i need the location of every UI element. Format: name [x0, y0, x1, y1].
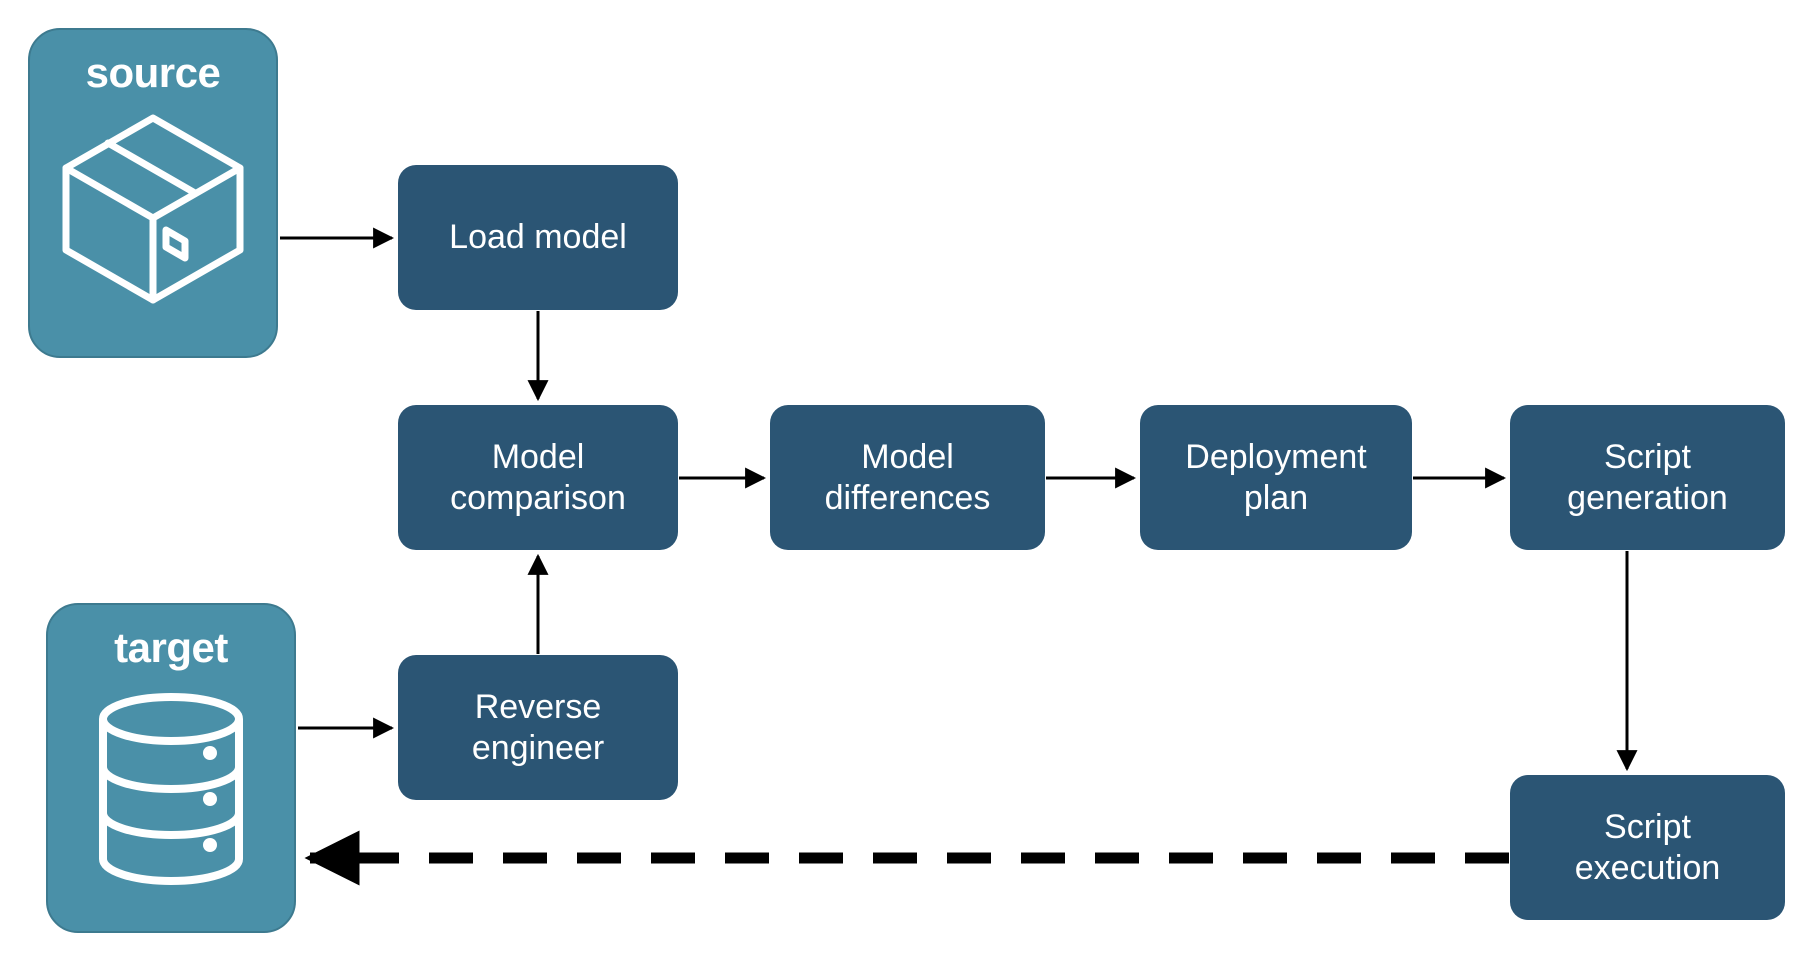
endpoint-target[interactable]: target [46, 603, 296, 933]
process-load-model[interactable]: Load model [398, 165, 678, 310]
process-reverse-engineer-line-1: Reverse [474, 688, 602, 727]
process-script-generation-line-2: generation [1567, 478, 1728, 517]
process-deployment-plan[interactable]: Deployment plan [1140, 405, 1412, 550]
package-box-icon [58, 110, 248, 310]
process-script-execution-line-2: execution [1574, 848, 1721, 887]
process-reverse-engineer-line-2: engineer [471, 728, 605, 767]
process-model-differences-line-2: differences [824, 478, 991, 517]
endpoint-source[interactable]: source [28, 28, 278, 358]
process-model-comparison-line-1: Model [491, 438, 585, 477]
endpoint-source-label: source [85, 49, 221, 96]
endpoint-target-label: target [114, 624, 228, 671]
process-model-comparison[interactable]: Model comparison [398, 405, 678, 550]
process-model-differences[interactable]: Model differences [770, 405, 1045, 550]
process-script-generation[interactable]: Script generation [1510, 405, 1785, 550]
process-load-model-line-1: Load model [449, 218, 627, 257]
process-deployment-plan-line-2: plan [1243, 478, 1309, 517]
process-script-generation-line-1: Script [1604, 438, 1691, 477]
process-model-comparison-line-2: comparison [450, 478, 626, 517]
process-script-execution-line-1: Script [1604, 808, 1691, 847]
process-reverse-engineer[interactable]: Reverse engineer [398, 655, 678, 800]
process-deployment-plan-line-1: Deployment [1185, 438, 1367, 477]
process-model-differences-line-1: Model [861, 438, 954, 477]
process-script-execution[interactable]: Script execution [1510, 775, 1785, 920]
database-cylinder-icon [91, 689, 251, 894]
